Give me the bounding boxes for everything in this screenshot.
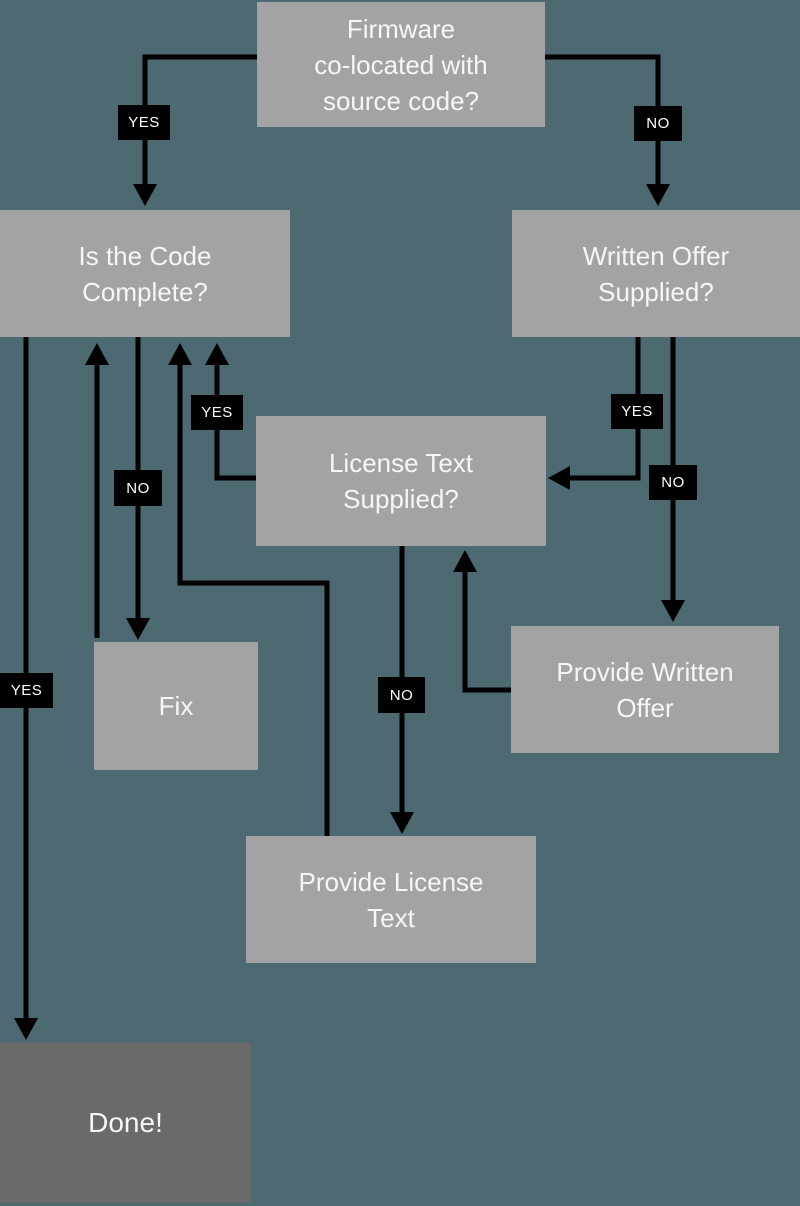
- node-firmware-colocated-label: Firmware co-located with source code?: [314, 13, 488, 116]
- node-provide-license-text-label: Provide License Text: [298, 866, 484, 933]
- edge-label-license-no: NO: [378, 677, 425, 713]
- arrowhead-complete-yes-done: [14, 1018, 38, 1040]
- arrowhead-license-no-provide: [390, 812, 414, 834]
- edge-label-license-yes: YES: [191, 395, 243, 430]
- node-written-offer: Written Offer Supplied?: [512, 210, 800, 337]
- node-license-text-label: License Text Supplied?: [328, 448, 474, 514]
- edge-firmware-yes: [142, 54, 257, 184]
- arrowhead-offer-no-provide: [661, 600, 685, 622]
- edge-provide-license-to-complete: [177, 365, 330, 836]
- node-written-offer-label: Written Offer Supplied?: [582, 240, 730, 307]
- node-firmware-colocated: Firmware co-located with source code?: [257, 2, 545, 127]
- arrowhead-provide-offer-to-license: [453, 550, 477, 572]
- arrowhead-offer-yes-license: [548, 466, 570, 490]
- edge-label-offer-no: NO: [649, 465, 697, 500]
- edge-firmware-no: [545, 54, 661, 184]
- node-code-complete: Is the Code Complete?: [0, 210, 290, 337]
- node-code-complete-label: Is the Code Complete?: [78, 240, 212, 307]
- arrowhead-license-yes-complete: [205, 343, 229, 365]
- node-fix: Fix: [94, 642, 258, 770]
- edge-label-complete-no: NO: [114, 470, 162, 506]
- node-fix-label: Fix: [158, 691, 194, 721]
- edge-label-firmware-no: NO: [634, 106, 682, 141]
- node-done-label: Done!: [88, 1107, 163, 1138]
- arrowhead-complete-no-fix: [126, 618, 150, 640]
- edge-offer-yes-license: [570, 337, 641, 481]
- arrowhead-firmware-yes: [133, 184, 157, 206]
- node-provide-written-offer-label: Provide Written Offer: [556, 656, 734, 723]
- arrowhead-firmware-no: [646, 184, 670, 206]
- node-done: Done!: [0, 1043, 251, 1203]
- edge-label-firmware-yes: YES: [118, 105, 170, 140]
- arrowhead-provide-license-to-complete: [168, 343, 192, 365]
- edge-label-offer-yes: YES: [611, 394, 663, 429]
- node-provide-written-offer: Provide Written Offer: [511, 626, 779, 753]
- arrowhead-fix-to-complete: [85, 343, 109, 365]
- node-license-text: License Text Supplied?: [256, 416, 546, 546]
- edge-provide-offer-to-license: [462, 572, 511, 693]
- node-provide-license-text: Provide License Text: [246, 836, 536, 963]
- edge-label-complete-yes: YES: [0, 673, 53, 708]
